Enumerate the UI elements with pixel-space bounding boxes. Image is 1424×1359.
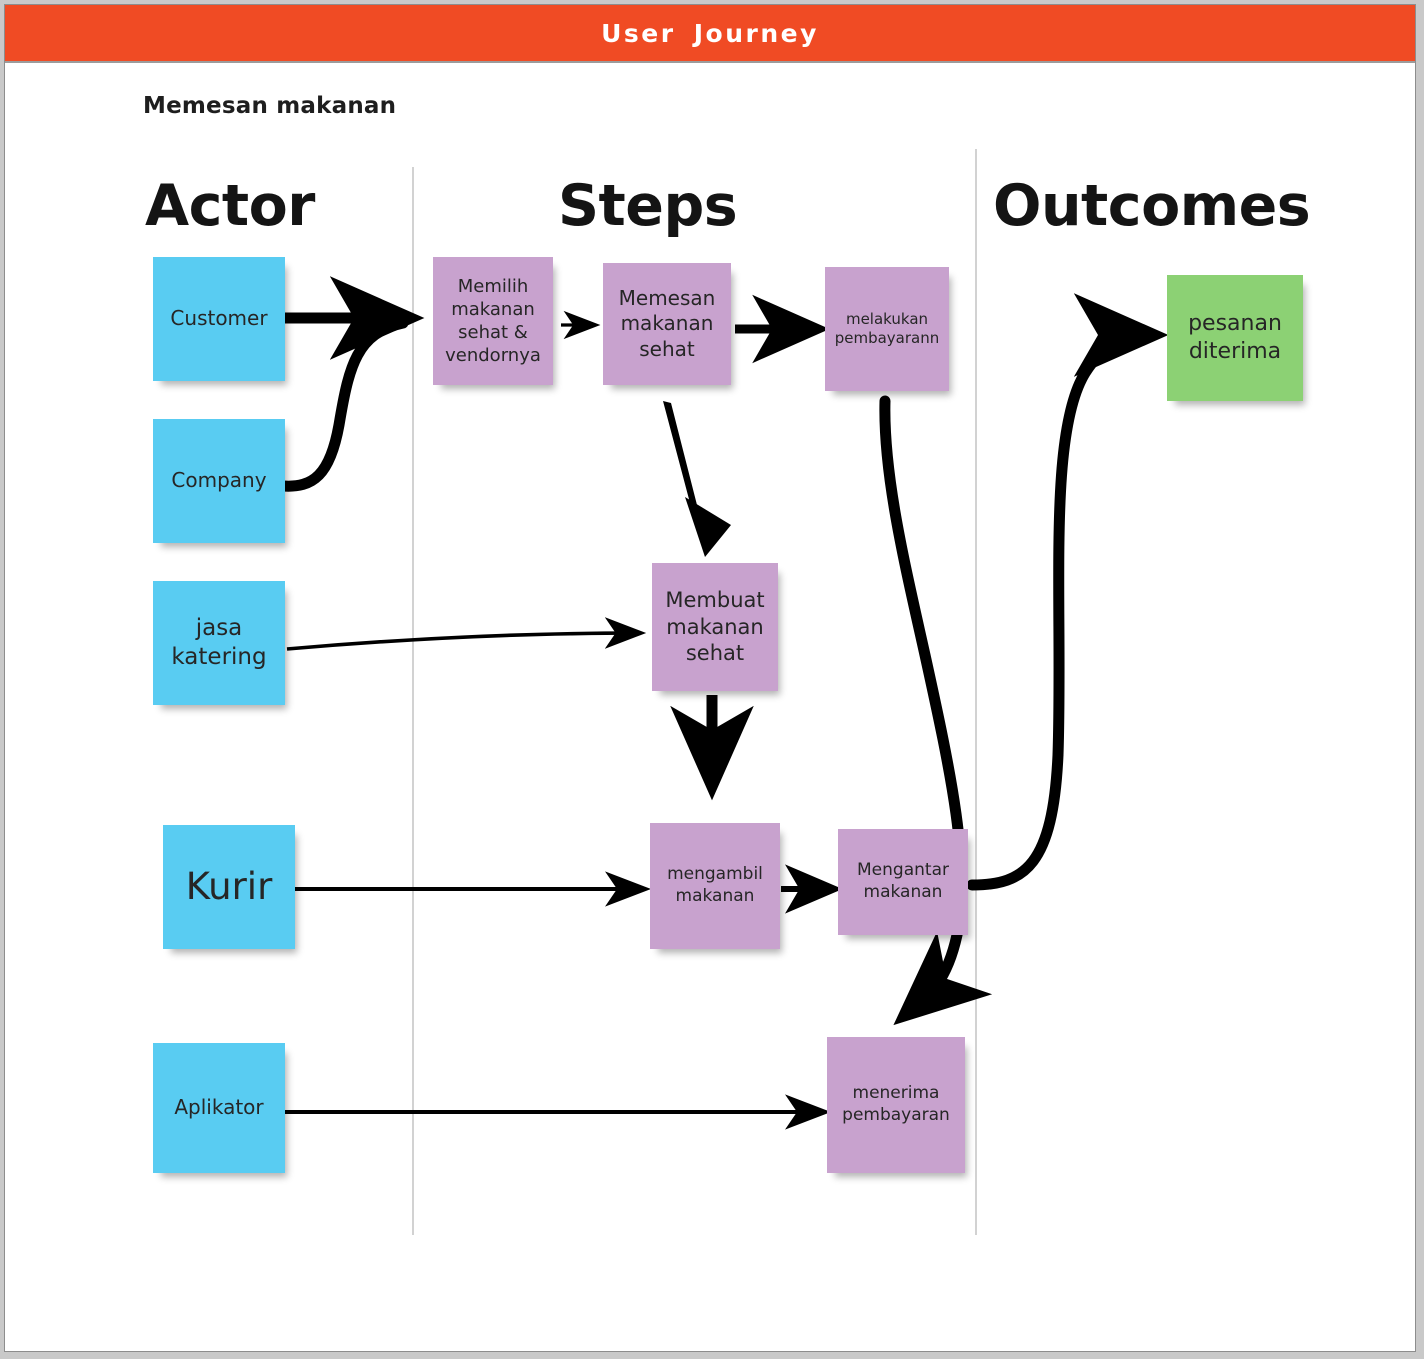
connector-company-to-memilih xyxy=(277,317,409,492)
window-titlebar: User Journey xyxy=(5,5,1415,63)
divider-steps-outcomes xyxy=(975,149,977,1235)
connector-memesan-to-membuat xyxy=(663,401,731,557)
connector-mengantar-to-pesanan xyxy=(966,293,1169,891)
note-aplikator-label: Aplikator xyxy=(174,1095,264,1120)
column-header-actor: Actor xyxy=(145,173,315,239)
note-customer[interactable]: Customer xyxy=(153,257,285,381)
board-subtitle: Memesan makanan xyxy=(143,93,397,119)
divider-actor-steps xyxy=(412,167,414,1235)
note-aplikator[interactable]: Aplikator xyxy=(153,1043,285,1173)
note-company[interactable]: Company xyxy=(153,419,285,543)
note-kurir-label: Kurir xyxy=(185,865,273,909)
column-header-steps: Steps xyxy=(558,173,738,239)
note-customer-label: Customer xyxy=(170,306,268,331)
note-kurir[interactable]: Kurir xyxy=(163,825,295,949)
note-company-label: Company xyxy=(171,468,267,493)
app-window: User Journey Memesan makanan Actor Steps… xyxy=(4,4,1416,1352)
connector-jasa-to-membuat xyxy=(286,617,647,651)
column-header-outcomes: Outcomes xyxy=(993,173,1311,239)
window-title: User Journey xyxy=(601,18,819,48)
